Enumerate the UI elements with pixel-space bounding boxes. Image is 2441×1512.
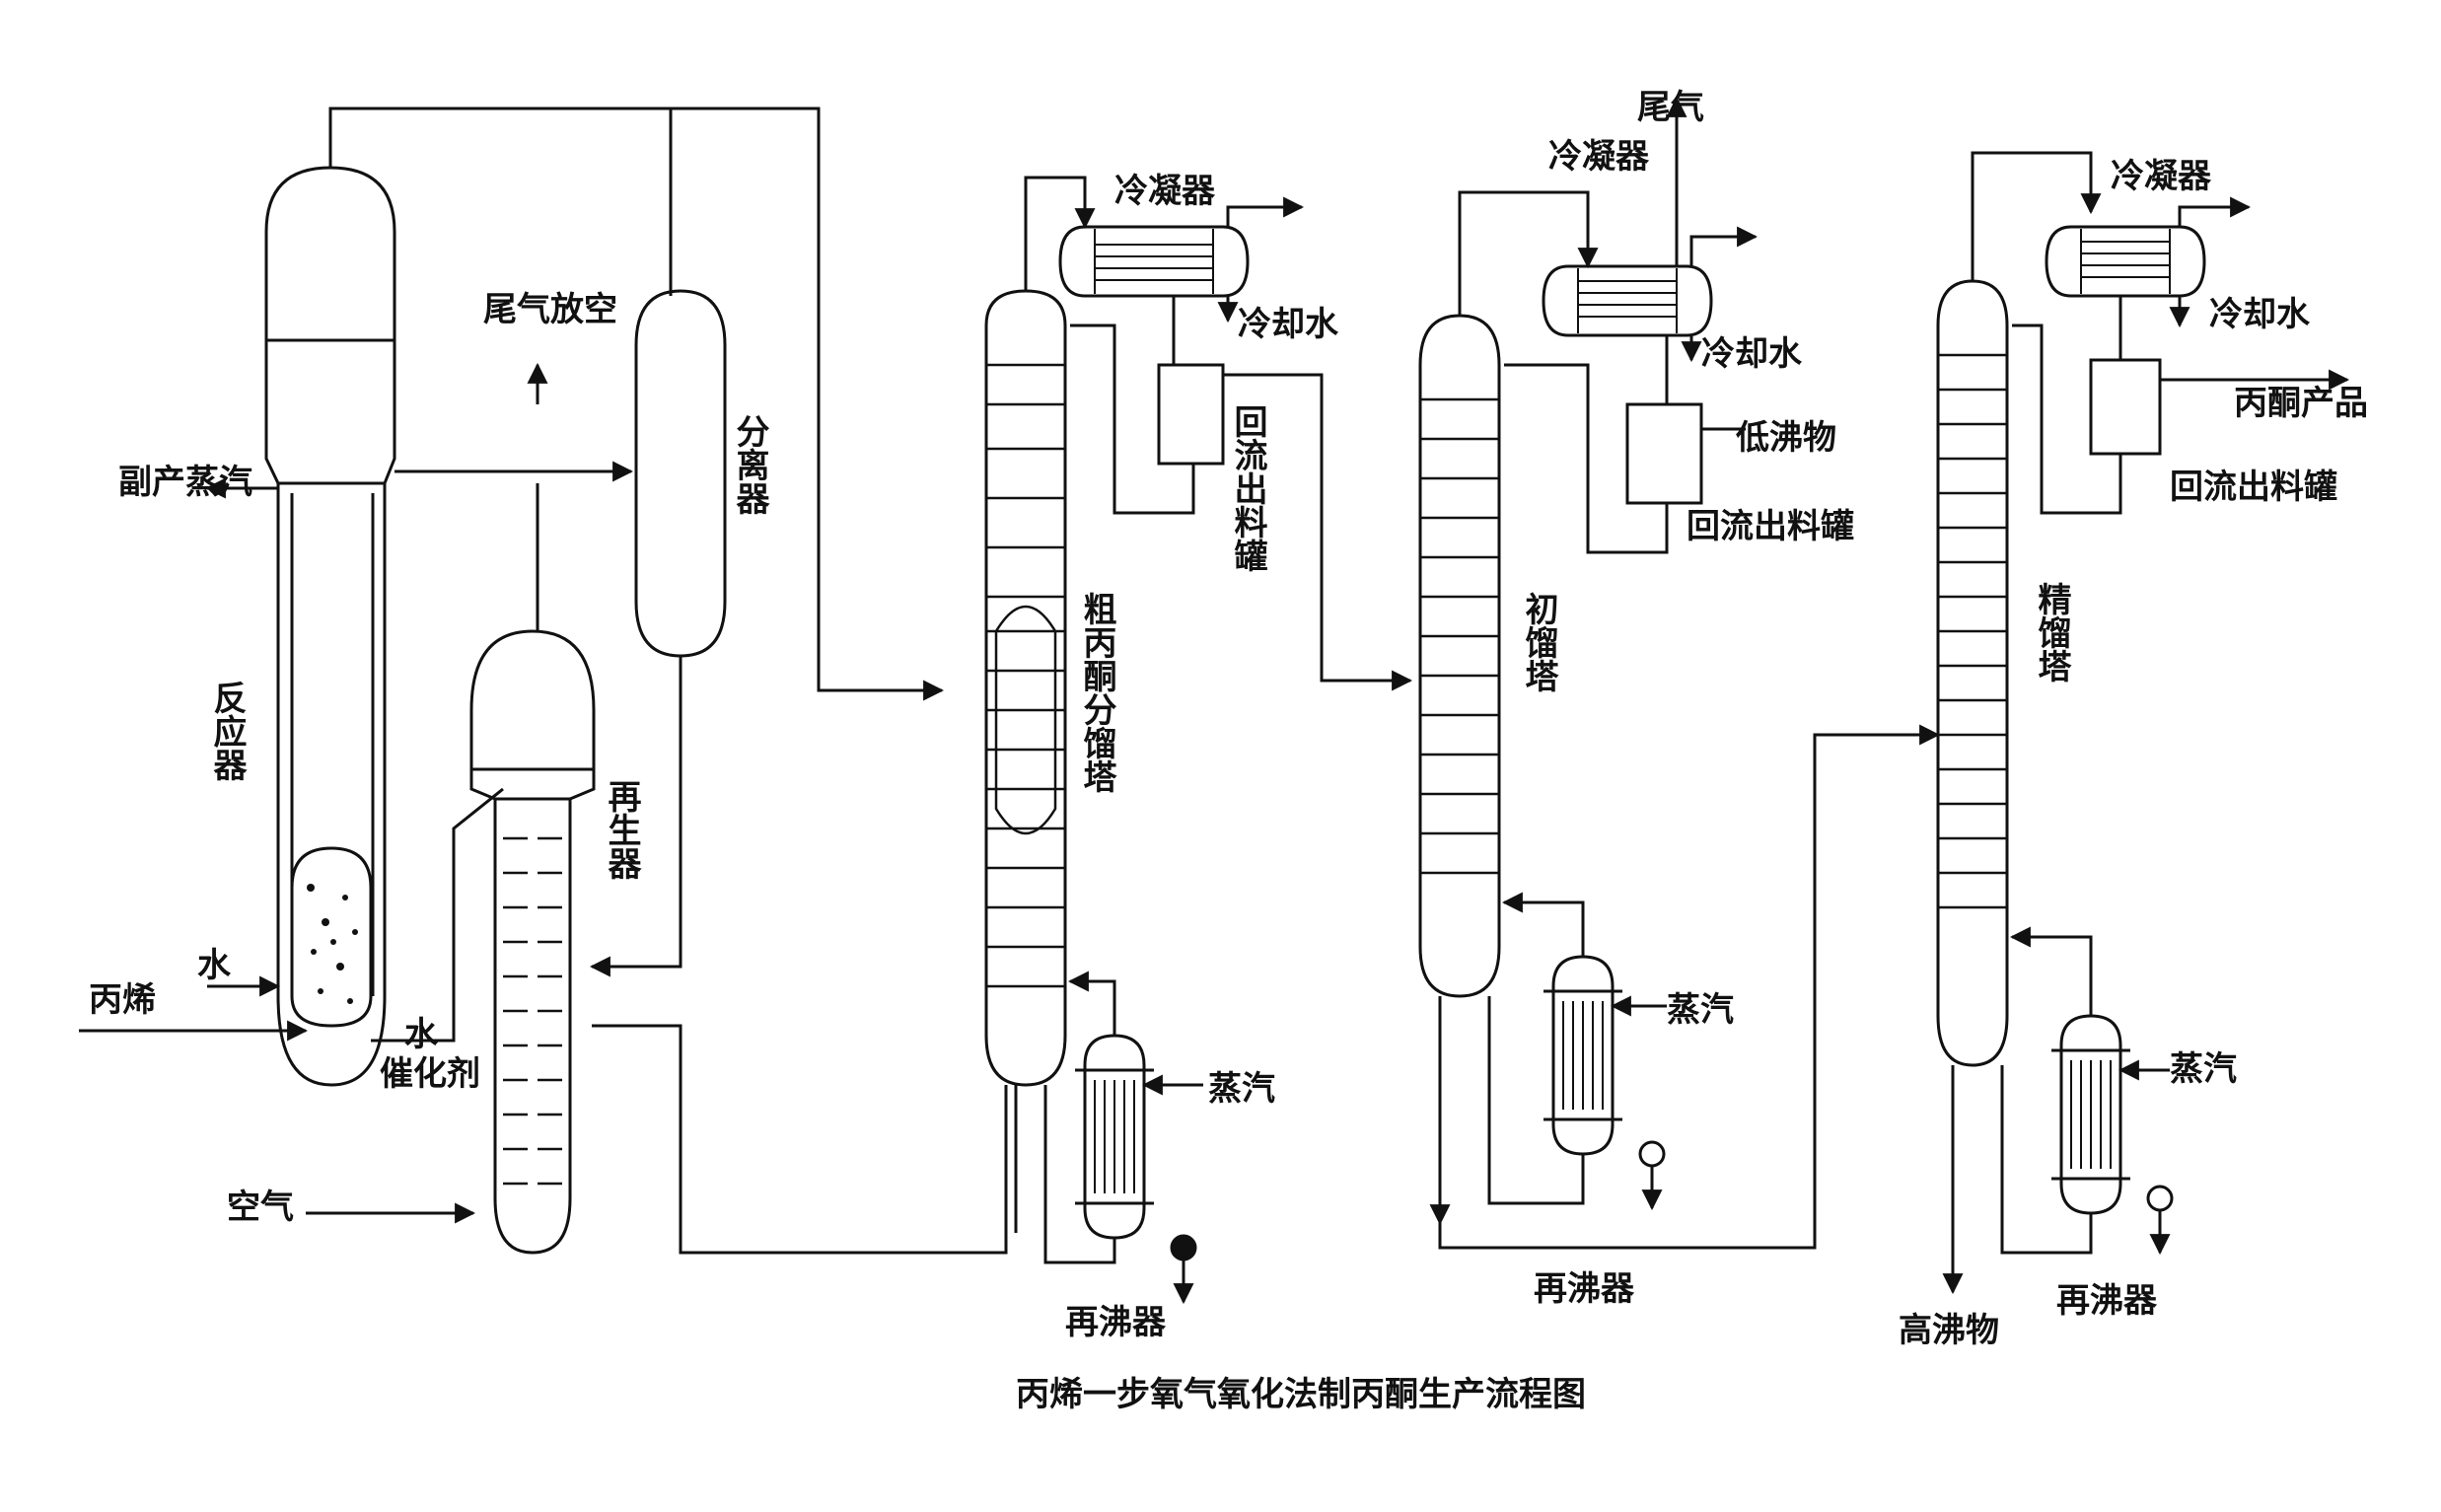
- initial-column-trays: [1420, 397, 1499, 875]
- label-cooling-water-2: 冷却水: [1701, 334, 1803, 374]
- label-reboiler-3: 再沸器: [2056, 1281, 2158, 1321]
- label-regenerator: 再生器: [602, 779, 641, 880]
- condenser-1: [1058, 225, 1250, 298]
- label-steam-3: 蒸汽: [2170, 1049, 2237, 1089]
- reboiler-3: [2051, 1014, 2174, 1215]
- label-steam-2: 蒸汽: [1667, 990, 1734, 1030]
- fine-column-vessel: [1936, 279, 2009, 1067]
- reflux-tank-3: [2089, 358, 2162, 456]
- regenerator-vessel: [469, 629, 596, 1255]
- label-water-catalyst-1: 水: [404, 1015, 439, 1054]
- diagram-labels: 副产蒸汽 反应器 水 丙烯 水 催化剂 空气 尾气放空 分离器 再生器 冷凝器 …: [89, 88, 2368, 1350]
- label-air: 空气: [227, 1188, 294, 1227]
- crude-column-vessel: [984, 289, 1067, 1087]
- label-condenser-1: 冷凝器: [1114, 172, 1216, 211]
- label-initial-column: 初馏塔: [1519, 592, 1558, 692]
- separator-vessel: [634, 289, 727, 658]
- label-high-boilers: 高沸物: [1899, 1311, 1999, 1350]
- reflux-tank-2: [1625, 402, 1703, 505]
- label-propylene: 丙烯: [89, 980, 156, 1020]
- fine-column-trays: [1938, 353, 2007, 909]
- label-crude-column: 粗丙酮分馏塔: [1077, 592, 1116, 793]
- reboiler-1: [1075, 1034, 1197, 1261]
- initial-column-vessel: [1418, 314, 1501, 998]
- label-reboiler-2: 再沸器: [1534, 1269, 1635, 1309]
- label-condenser-3: 冷凝器: [2111, 157, 2212, 196]
- label-reflux-tank-1: 回流出料罐: [1228, 404, 1267, 572]
- label-reactor: 反应器: [207, 681, 247, 781]
- label-cooling-water-1: 冷却水: [1238, 305, 1339, 344]
- regenerator-trays: [503, 836, 562, 1186]
- label-reflux-tank-2: 回流出料罐: [1687, 507, 1854, 546]
- label-separator: 分离器: [730, 414, 769, 515]
- label-steam-1: 蒸汽: [1208, 1069, 1275, 1109]
- label-fine-column: 精馏塔: [2032, 582, 2071, 683]
- reactor-catalyst-dots: [307, 884, 358, 1004]
- label-byproduct-steam: 副产蒸汽: [118, 463, 252, 502]
- crude-column-trays: [986, 363, 1065, 988]
- label-acetone-product: 丙酮产品: [2234, 384, 2368, 423]
- label-condenser-2: 冷凝器: [1548, 137, 1650, 177]
- label-water-catalyst-2: 催化剂: [380, 1054, 480, 1094]
- label-cooling-water-3: 冷却水: [2209, 295, 2311, 334]
- label-water-in: 水: [197, 946, 232, 985]
- label-tail-gas: 尾气: [1637, 88, 1704, 127]
- label-reflux-tank-3: 回流出料罐: [2170, 468, 2337, 507]
- condenser-3: [2045, 225, 2206, 298]
- label-low-boilers: 低沸物: [1736, 418, 1836, 458]
- condenser-2: [1542, 264, 1713, 337]
- reboiler-2: [1544, 955, 1666, 1168]
- reactor-vessel: [264, 166, 396, 1087]
- label-tail-gas-vent: 尾气放空: [483, 290, 617, 329]
- figure-caption: 丙烯一步氧气氧化法制丙酮生产流程图: [1016, 1375, 1586, 1414]
- label-reboiler-1: 再沸器: [1065, 1303, 1167, 1342]
- reflux-tank-1: [1157, 363, 1225, 466]
